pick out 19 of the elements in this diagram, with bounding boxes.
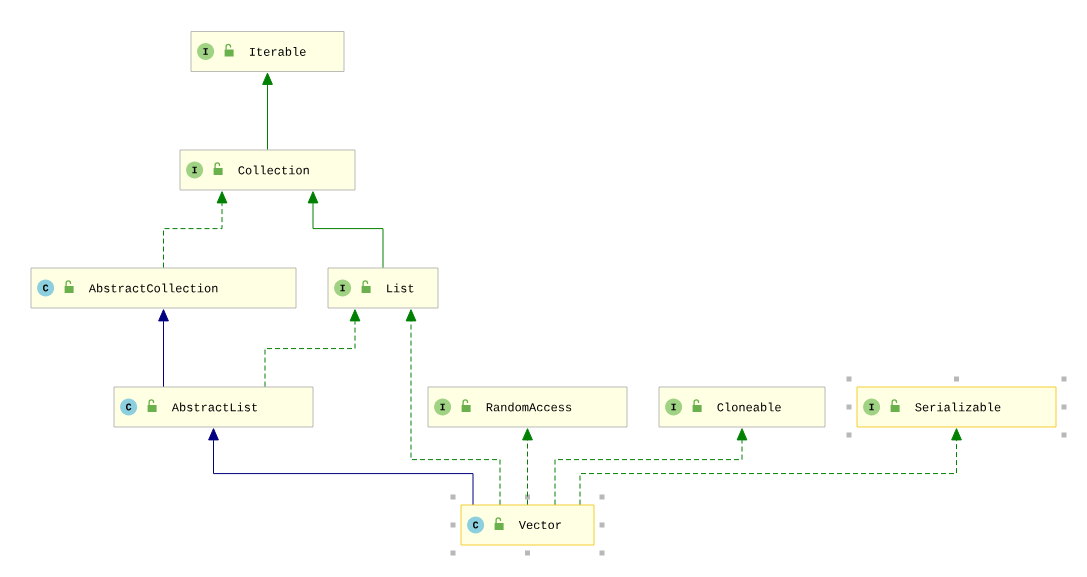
arrow [262, 72, 273, 151]
type-badge: C [120, 398, 138, 416]
type-badge: C [37, 279, 55, 297]
arrow [264, 309, 361, 388]
arrow [163, 191, 228, 269]
type-badge: I [434, 398, 452, 416]
arrow [158, 309, 169, 388]
type-badge: I [665, 398, 683, 416]
arrow [405, 309, 501, 506]
type-badge: I [334, 279, 352, 297]
arrow [579, 428, 962, 506]
type-badge: I [863, 398, 881, 416]
arrow [522, 428, 533, 506]
arrow [208, 428, 474, 506]
type-badge: I [186, 161, 204, 179]
type-badge: C [467, 516, 485, 534]
type-badge: I [197, 43, 215, 60]
arrow [307, 191, 384, 269]
arrow [554, 428, 748, 506]
